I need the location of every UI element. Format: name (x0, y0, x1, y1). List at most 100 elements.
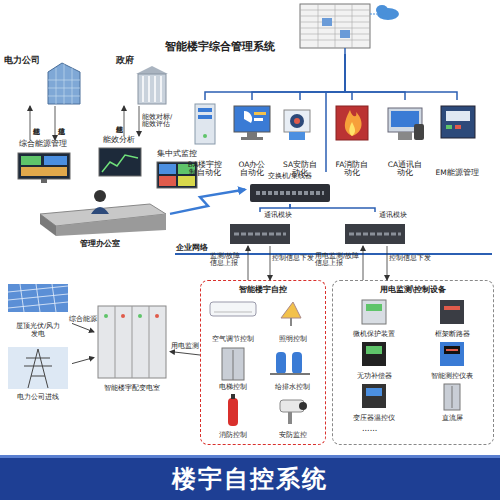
building-illustration (300, 4, 370, 48)
government-building (143, 76, 161, 102)
connector (248, 246, 249, 280)
control-icons (228, 398, 238, 426)
node-text: 变压器温控仪 (353, 414, 395, 422)
connector (290, 204, 375, 212)
caption-banner (0, 455, 500, 458)
system-icon-node: OA办公 自动化 (229, 100, 275, 178)
building-illustration (376, 5, 388, 15)
device-item: 框架断路器 (414, 298, 490, 338)
control-icons (222, 348, 244, 380)
switch-illustration (250, 184, 330, 202)
control-item: 电梯控制 (204, 346, 262, 392)
oa-icon (234, 106, 270, 140)
control-item: 给排水控制 (264, 346, 322, 392)
node-text: 框架断路器 (435, 330, 470, 338)
cabinet-illustration (138, 314, 142, 318)
government-building (136, 66, 168, 74)
node-text: FA消防自 动化 (329, 161, 375, 178)
building-illustration (322, 18, 332, 26)
connector (170, 352, 200, 356)
ba-icon (198, 115, 212, 119)
em-icon (441, 106, 475, 138)
system-icon-node: EM能源管理 (434, 100, 480, 178)
screen-illustration (99, 148, 141, 176)
em-icon (441, 106, 475, 138)
edge-label: 用电监测/故障 信息上报 (315, 253, 361, 268)
node-text: 用电监测\控制设备 (380, 285, 447, 294)
substation-node: 智能楼宇配变电室 (94, 302, 170, 392)
node-text: 智能楼宇配变电室 (104, 385, 160, 392)
screen-illustration (44, 156, 67, 165)
control-icons (233, 350, 234, 380)
device-icons (440, 300, 464, 324)
tower-illustration (8, 347, 68, 389)
device-icons (366, 346, 382, 354)
device-item: 微机保护装置 (336, 298, 412, 338)
connector (345, 54, 352, 100)
control-icons (281, 302, 301, 318)
office-desk-illustration (94, 190, 106, 202)
control-item: 照明控制 (264, 298, 322, 344)
device-icons (444, 384, 460, 410)
control-icons (290, 318, 292, 326)
device-icons (362, 342, 386, 366)
oa-icon (254, 118, 263, 121)
device-icons (440, 342, 464, 366)
em-icon (446, 125, 452, 129)
control-icons (292, 352, 302, 374)
screen-illustration (21, 156, 41, 165)
control-icons (214, 312, 252, 313)
control-item: 安防监控 (264, 394, 322, 440)
fa-icon (349, 122, 355, 136)
building-illustration (344, 48, 346, 54)
node-text: 电梯控制 (219, 383, 247, 391)
office-desk-illustration (40, 214, 56, 236)
sa-icon (284, 110, 310, 140)
node-text: 交换机/集线器 (268, 172, 312, 180)
building-node: 政府 (116, 56, 170, 106)
device-icons (446, 349, 458, 351)
network-label: 企业网络 (176, 243, 208, 252)
device-icons (452, 386, 453, 408)
system-icon-node: CA通讯自 动化 (382, 100, 428, 178)
office-desk-illustration (91, 207, 109, 214)
node-text: 政府 (116, 56, 134, 66)
em-icon (455, 125, 461, 129)
screen-illustration (159, 176, 176, 186)
cabinet-illustration (115, 306, 149, 378)
office-desk-illustration (56, 214, 166, 236)
connector (387, 246, 388, 280)
office-desk-illustration (40, 190, 166, 236)
node-text: 消防控制 (219, 431, 247, 439)
screen-illustration (159, 164, 176, 174)
edge-label: 控制信息下发 (272, 255, 316, 262)
cabinet-illustration (104, 314, 108, 318)
sa-icon (294, 118, 300, 124)
ba-icon (195, 104, 215, 144)
connector (326, 54, 345, 172)
control-icons (210, 302, 256, 316)
fa-icon (345, 110, 362, 136)
switch-illustration (256, 191, 324, 195)
fa-icon (336, 106, 368, 140)
connector (345, 54, 405, 100)
oa-icon (244, 111, 252, 123)
edge-label: 监测/故障 信息上报 (210, 253, 246, 268)
power-company-building (48, 63, 80, 104)
device-group-box: 用电监测\控制设备微机保护装置框架断路器无功补偿器智能测控仪表变压器温控仪直流屏 (332, 280, 494, 445)
module-illustration (230, 224, 290, 244)
cabinet-illustration (98, 306, 166, 378)
switch-illustration (250, 184, 330, 202)
node-text: 通讯模块 (379, 212, 407, 219)
ellipsis-label: ...... (362, 424, 377, 433)
edge-label: 用电监测 (170, 343, 200, 350)
cabinet-illustration (98, 306, 166, 378)
sa-icon (284, 110, 310, 132)
solar-illustration (8, 284, 68, 312)
connector (124, 106, 125, 136)
tower-illustration (8, 347, 68, 389)
control-icons (231, 394, 235, 399)
device-item: 无功补偿器 (336, 340, 412, 380)
connector (270, 246, 271, 280)
node-text: 微机保护装置 (353, 330, 395, 338)
